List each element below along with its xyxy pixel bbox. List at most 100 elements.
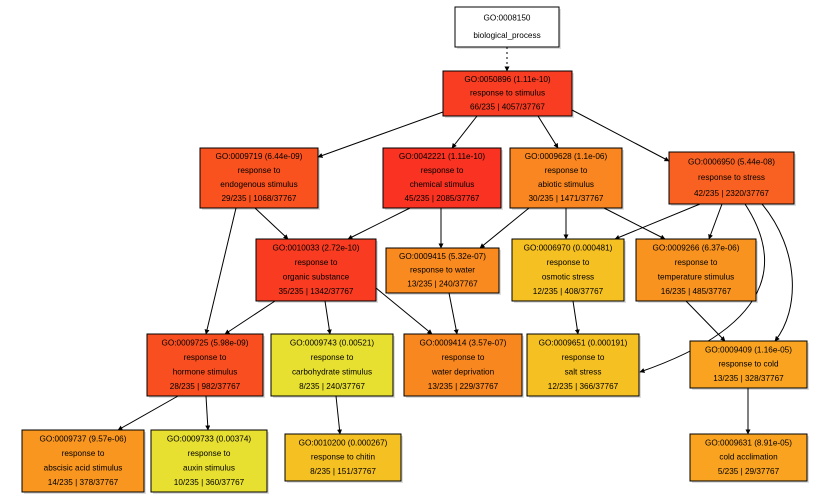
node-box[interactable]: [509, 147, 623, 209]
node-term-label: response to: [421, 166, 464, 175]
node-header: GO:0009409 (1.16e-05): [705, 345, 792, 354]
go-node-GO0010033[interactable]: GO:0010033 (2.72e-10)response toorganic …: [255, 238, 378, 303]
node-term-label: response to water: [410, 266, 475, 275]
node-box[interactable]: [689, 340, 808, 389]
go-node-GO0006950[interactable]: GO:0006950 (5.44e-08) response to stress 4…: [668, 151, 796, 206]
node-term-label: biological_process: [473, 31, 540, 40]
node-header: GO:0042221 (1.11e-10): [399, 152, 486, 161]
node-counts: 12/235 | 408/37767: [533, 287, 604, 296]
node-term-label: water deprivation: [431, 367, 495, 376]
go-node-GO0009743[interactable]: GO:0009743 (0.00521)response tocarbohydr…: [270, 333, 395, 398]
node-header: GO:0050896 (1.11e-10): [464, 75, 551, 84]
node-term-label: cold acclimation: [719, 453, 778, 462]
node-term-label: response to cold: [718, 360, 779, 369]
node-header: GO:0009737 (9.57e-06): [40, 435, 127, 444]
go-node-GO0009631[interactable]: GO:0009631 (8.91e-05) cold acclimation 5/2…: [689, 433, 809, 483]
node-box[interactable]: [382, 147, 502, 209]
edge-GO0006950-to-GO0006970: [614, 203, 701, 240]
go-node-GO0009266[interactable]: GO:0009266 (6.37e-06)response totemperat…: [635, 238, 758, 303]
go-node-GO0042221[interactable]: GO:0042221 (1.11e-10)response tochemical…: [382, 147, 503, 210]
node-header: GO:0010200 (0.000267): [299, 438, 388, 447]
go-node-GO0009737[interactable]: GO:0009737 (9.57e-06) response to abscisic…: [21, 429, 146, 494]
node-term-label: response to chitin: [311, 453, 376, 462]
node-term-label: response to: [442, 353, 485, 362]
node-box[interactable]: [442, 70, 573, 117]
node-term-label: response to: [562, 353, 605, 362]
edge-GO0009743-to-GO0010200: [335, 395, 343, 435]
go-node-GO0009409[interactable]: GO:0009409 (1.16e-05) response to cold 13/…: [689, 340, 809, 390]
node-term-label: endogenous stimulus: [220, 180, 297, 189]
node-term-label: salt stress: [565, 367, 602, 376]
go-node-GO0006970[interactable]: GO:0006970 (0.000481)response toosmotic …: [511, 238, 626, 303]
edge-GO0009266-to-GO0009409: [685, 300, 726, 342]
node-counts: 8/235 | 240/37767: [299, 382, 365, 391]
go-node-GO0050896[interactable]: GO:0050896 (1.11e-10) response to stimulu…: [442, 70, 574, 118]
edge-GO0009628-to-GO0009266: [603, 207, 666, 240]
node-box[interactable]: [635, 238, 757, 302]
node-box[interactable]: [526, 333, 640, 397]
node-term-label: response to stimulus: [470, 89, 545, 98]
edge-GO0050896-to-GO0042221: [451, 115, 478, 149]
node-term-label: response to: [184, 353, 227, 362]
go-node-GO0008150[interactable]: GO:0008150 biological_process: [454, 6, 561, 49]
node-term-label: hormone stimulus: [173, 367, 238, 376]
node-term-label: response to stress: [698, 173, 765, 182]
node-box[interactable]: [270, 333, 394, 397]
node-box[interactable]: [668, 151, 795, 205]
edge-GO0009725-to-GO0009733: [205, 395, 211, 431]
node-term-label: response to: [675, 258, 718, 267]
node-term-label: response to: [188, 449, 231, 458]
node-counts: 5/235 | 29/37767: [718, 467, 780, 476]
node-term-label: temperature stimulus: [658, 272, 734, 281]
node-box[interactable]: [689, 433, 808, 482]
go-node-GO0010200[interactable]: GO:0010200 (0.000267)response to chitin8…: [284, 433, 403, 483]
edge-GO0050896-to-GO0009719: [317, 111, 444, 158]
node-box[interactable]: [454, 6, 560, 48]
node-term-label: abscisic acid stimulus: [44, 463, 123, 472]
node-box[interactable]: [21, 429, 145, 493]
node-header: GO:0009733 (0.00374): [167, 435, 251, 444]
node-counts: 28/235 | 982/37767: [170, 382, 241, 391]
node-term-label: osmotic stress: [542, 272, 594, 281]
node-term-label: organic substance: [283, 272, 350, 281]
node-counts: 13/235 | 240/37767: [407, 279, 478, 288]
node-box[interactable]: [284, 433, 402, 482]
node-counts: 45/235 | 2085/37767: [405, 194, 480, 203]
node-counts: 13/235 | 328/37767: [713, 374, 784, 383]
node-box[interactable]: [511, 238, 625, 302]
node-term-label: response to: [62, 449, 105, 458]
edge-GO0009628-to-GO0009415: [479, 207, 530, 249]
node-box[interactable]: [146, 333, 264, 397]
node-box[interactable]: [403, 333, 523, 397]
node-header: GO:0009415 (5.32e-07): [399, 252, 486, 261]
node-header: GO:0006970 (0.000481): [524, 244, 613, 253]
node-box[interactable]: [255, 238, 377, 302]
node-header: GO:0008150: [484, 13, 531, 22]
node-term-label: response to: [238, 166, 281, 175]
node-header: GO:0009719 (6.44e-09): [216, 152, 303, 161]
node-counts: 13/235 | 229/37767: [428, 382, 499, 391]
node-term-label: abiotic stimulus: [538, 180, 594, 189]
edge-GO0006970-to-GO0009651: [572, 300, 580, 335]
node-counts: 16/235 | 485/37767: [661, 287, 732, 296]
node-header: GO:0009631 (8.91e-05): [705, 438, 792, 447]
edge-GO0050896-to-GO0009628: [537, 115, 559, 149]
node-header: GO:0006950 (5.44e-08): [688, 157, 775, 166]
go-node-GO0009719[interactable]: GO:0009719 (6.44e-09) response to endogeno…: [199, 147, 320, 210]
go-node-GO0009415[interactable]: GO:0009415 (5.32e-07) response to water 13…: [385, 247, 501, 295]
node-counts: 14/235 | 378/37767: [48, 478, 119, 487]
node-term-label: response to: [311, 353, 354, 362]
node-box[interactable]: [150, 429, 268, 493]
edge-GO0009415-to-GO0009414: [448, 292, 459, 335]
node-counts: 10/235 | 360/37767: [174, 478, 245, 487]
node-counts: 42/235 | 2320/37767: [694, 189, 769, 198]
node-header: GO:0009414 (3.57e-07): [420, 339, 507, 348]
go-node-GO0009414[interactable]: GO:0009414 (3.57e-07) response to water de…: [403, 333, 524, 398]
node-term-label: carbohydrate stimulus: [292, 367, 372, 376]
go-node-GO0009725[interactable]: GO:0009725 (5.98e-09)response tohormone …: [146, 333, 265, 398]
node-box[interactable]: [385, 247, 500, 294]
node-box[interactable]: [199, 147, 319, 209]
